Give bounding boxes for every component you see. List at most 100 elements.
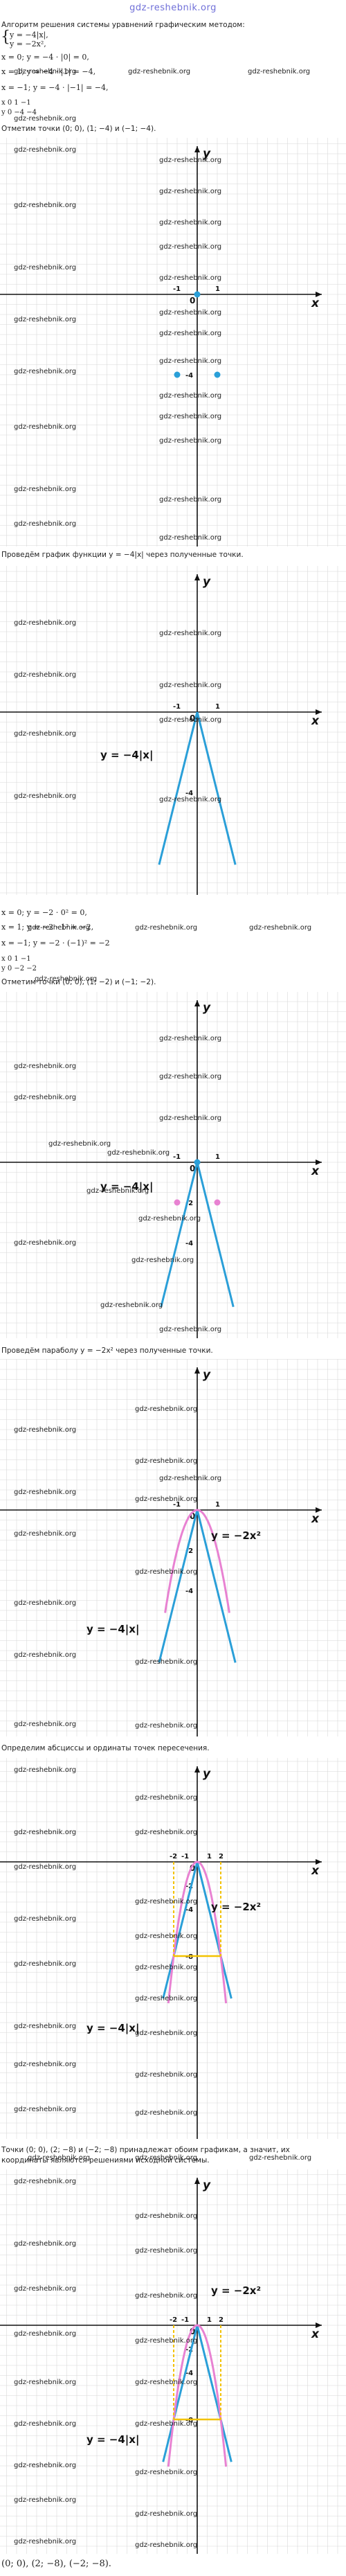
parabola-label: y = −2x² [211, 2284, 261, 2297]
tick-label-neg1: -1 [173, 703, 181, 711]
plot-point [174, 371, 181, 378]
origin-label: 0 [190, 1511, 195, 1521]
watermark: gdz-reshebnik.org [135, 2420, 197, 2428]
x-axis-arrow [316, 2322, 322, 2328]
watermark: gdz-reshebnik.org [248, 68, 311, 75]
parabola-graph [164, 1509, 230, 1613]
watermark: gdz-reshebnik.org [159, 1326, 221, 1333]
watermark: gdz-reshebnik.org [135, 2541, 197, 2549]
plot-point [214, 371, 221, 378]
watermark: gdz-reshebnik.org [135, 1964, 197, 1971]
calc-line-2: x = 1; y = −4 · |1| = −4, [1, 67, 96, 76]
mark-points-2: Отметим точки (0; 0), (1; −2) и (−1; −2)… [1, 978, 156, 986]
tick-label-neg1: -1 [173, 1501, 181, 1509]
draw-abs-text: Проведём график функции y = −4|x| через … [1, 551, 244, 559]
y-tick-label: -2 [185, 1200, 193, 1207]
y-tick-label: -4 [185, 2370, 193, 2377]
watermark: gdz-reshebnik.org [135, 1658, 197, 1666]
par-calc-1: x = 0; y = −2 · 0² = 0, [1, 908, 87, 917]
watermark: gdz-reshebnik.org [159, 796, 221, 803]
parabola-graph [167, 1860, 228, 2004]
watermark: gdz-reshebnik.org [159, 496, 221, 504]
y-tick-label: -4 [185, 1240, 193, 1247]
y-tick-label: -4 [185, 790, 193, 797]
y-axis-label: y [203, 1368, 211, 1382]
watermark: gdz-reshebnik.org [135, 1405, 197, 1413]
watermark: gdz-reshebnik.org [159, 1114, 221, 1122]
conclusion-line-2: координаты являются решениями исходной с… [1, 2156, 210, 2165]
watermark: gdz-reshebnik.org [14, 1721, 76, 1728]
draw-parabola-text: Проведём параболу y = −2x² через получен… [1, 1347, 213, 1355]
x-axis-label: x [311, 1512, 320, 1526]
watermark: gdz-reshebnik.org [14, 1766, 76, 1774]
tick-label-2: 2 [219, 1853, 224, 1860]
watermark: gdz-reshebnik.org [128, 68, 191, 75]
watermark: gdz-reshebnik.org [14, 1063, 76, 1070]
watermark: gdz-reshebnik.org [14, 2420, 76, 2428]
watermark: gdz-reshebnik.org [14, 115, 77, 123]
abs-graph-left [160, 1162, 199, 1308]
watermark: gdz-reshebnik.org [14, 2106, 76, 2113]
intro-text: Алгоритм решения системы уравнений графи… [1, 21, 245, 29]
watermark: gdz-reshebnik.org [159, 274, 221, 282]
parabola-label: y = −2x² [211, 1529, 261, 1542]
watermark: gdz-reshebnik.org [135, 2109, 197, 2117]
watermark: gdz-reshebnik.org [135, 2212, 197, 2220]
table2-y-row: y 0 −2 −2 [1, 965, 37, 972]
tick-label-1: 1 [215, 1501, 220, 1509]
watermark: gdz-reshebnik.org [28, 2154, 91, 2162]
watermark: gdz-reshebnik.org [14, 671, 76, 679]
y-tick-label: -2 [185, 2346, 193, 2354]
watermark: gdz-reshebnik.org [159, 357, 221, 365]
watermark: gdz-reshebnik.org [100, 1302, 163, 1309]
plot-point [194, 1159, 201, 1166]
watermark: gdz-reshebnik.org [159, 392, 221, 400]
watermark: gdz-reshebnik.org [14, 264, 76, 272]
watermark: gdz-reshebnik.org [159, 188, 221, 195]
watermark: gdz-reshebnik.org [14, 423, 76, 431]
conclusion-line-1: Точки (0; 0), (2; −8) и (−2; −8) принадл… [1, 2146, 290, 2154]
parabola-graph [167, 2324, 228, 2467]
watermark: gdz-reshebnik.org [14, 2538, 76, 2546]
watermark: gdz-reshebnik.org [14, 520, 76, 528]
watermark: gdz-reshebnik.org [135, 2247, 197, 2255]
tick-label-neg2: -2 [170, 2316, 177, 2324]
x-axis-arrow [316, 1160, 322, 1165]
watermark: gdz-reshebnik.org [135, 2510, 197, 2518]
watermark: gdz-reshebnik.org [14, 1960, 76, 1968]
abs-graph-right [196, 1509, 237, 1663]
watermark: gdz-reshebnik.org [14, 1651, 76, 1659]
find-intersections-text: Определим абсциссы и ординаты точек пере… [1, 1744, 210, 1752]
watermark: gdz-reshebnik.org [135, 1898, 197, 1906]
y-axis-arrow [194, 146, 200, 152]
watermark: gdz-reshebnik.org [14, 316, 76, 323]
x-axis-arrow [316, 709, 322, 715]
abs-graph-label: y = −4|x| [86, 2433, 139, 2446]
y-tick-label: -4 [185, 1906, 193, 1914]
abs-graph-left [158, 711, 199, 865]
system-eq-1: y = −4|x|, [10, 30, 48, 39]
x-axis-label: x [311, 1864, 320, 1878]
y-axis-arrow [194, 1000, 200, 1006]
abs-graph-right [196, 1162, 235, 1308]
watermark: gdz-reshebnik.org [14, 1489, 76, 1496]
y-tick-label: -2 [185, 1883, 193, 1890]
watermark: gdz-reshebnik.org [159, 630, 221, 637]
watermark: gdz-reshebnik.org [14, 2496, 76, 2504]
abs-graph-left [158, 1509, 199, 1663]
watermark: gdz-reshebnik.org [135, 2029, 197, 2037]
watermark: gdz-reshebnik.org [28, 924, 91, 932]
watermark: gdz-reshebnik.org [135, 1829, 197, 1836]
watermark: gdz-reshebnik.org [135, 1995, 197, 2002]
watermark: gdz-reshebnik.org [14, 730, 76, 738]
site-logo[interactable]: gdz-reshebnik.org [129, 3, 217, 13]
watermark: gdz-reshebnik.org [135, 2071, 197, 2079]
mark-points-1: Отметим точки (0; 0), (1; −4) и (−1; −4)… [1, 125, 156, 133]
watermark: gdz-reshebnik.org [135, 1794, 197, 1802]
par-calc-2: x = 1; y = −2 · 1² = −2, [1, 923, 94, 932]
watermark: gdz-reshebnik.org [135, 1933, 197, 1940]
y-axis-label: y [203, 1767, 211, 1781]
abs-graph-right [196, 711, 237, 865]
